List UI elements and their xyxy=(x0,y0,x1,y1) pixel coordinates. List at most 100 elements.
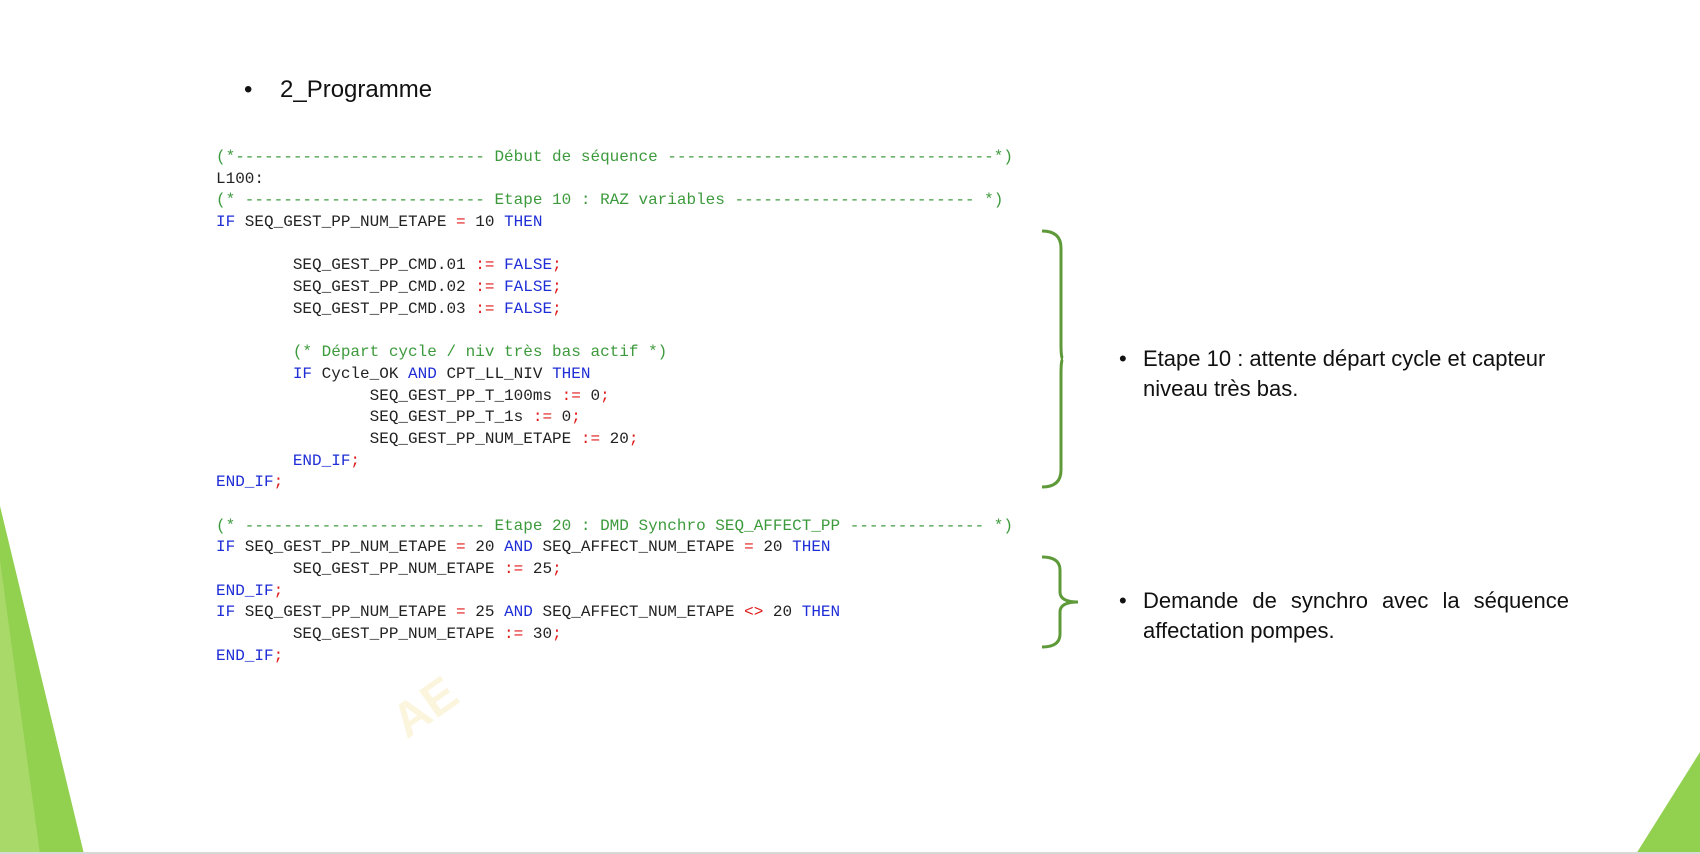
code-token: SEQ_GEST_PP_NUM_ETAPE xyxy=(216,429,581,448)
code-line: SEQ_GEST_PP_T_100ms := 0; xyxy=(216,386,1013,408)
code-token: L100: xyxy=(216,169,265,188)
brace-etape-20 xyxy=(1041,555,1079,649)
code-token: <> xyxy=(744,603,764,622)
code-token: = xyxy=(744,538,754,557)
code-token: ; xyxy=(571,408,581,427)
code-token: ; xyxy=(350,451,361,470)
code-token: SEQ_GEST_PP_NUM_ETAPE xyxy=(235,603,457,622)
annotation-etape-20: • Demande de synchro avec la séquence af… xyxy=(1119,586,1569,646)
code-token: SEQ_GEST_PP_T_1s xyxy=(216,408,533,427)
code-line xyxy=(216,234,1013,256)
code-token: AND xyxy=(408,364,437,383)
code-token: (* ------------------------- Etape 20 : … xyxy=(216,516,1013,535)
code-token: := xyxy=(580,429,601,448)
code-token: Cycle_OK xyxy=(312,364,409,383)
code-token: := xyxy=(504,560,524,579)
code-token: AND xyxy=(504,538,533,557)
code-token: = xyxy=(456,538,466,557)
code-line: (*-------------------------- Début de sé… xyxy=(216,147,1013,169)
slide-bottom-border xyxy=(0,852,1700,854)
annotation-etape-10: • Etape 10 : attente départ cycle et cap… xyxy=(1119,344,1563,404)
code-token: 30 xyxy=(523,625,553,644)
code-token: ; xyxy=(552,299,562,318)
code-token: IF xyxy=(216,603,236,622)
code-token: AND xyxy=(504,603,533,622)
code-token: END_IF xyxy=(216,581,274,600)
code-token: SEQ_GEST_PP_CMD.02 xyxy=(216,278,476,297)
code-token: (*-------------------------- Début de sé… xyxy=(216,148,1013,166)
code-token: ; xyxy=(600,386,610,405)
code-token: SEQ_GEST_PP_NUM_ETAPE xyxy=(235,538,457,557)
code-token: 25 xyxy=(523,560,553,579)
code-token: 10 xyxy=(465,213,505,232)
code-token: ; xyxy=(552,278,562,297)
code-line: END_IF; xyxy=(216,646,1013,668)
code-token: := xyxy=(475,299,495,318)
code-token: 0 xyxy=(552,408,572,427)
code-token: CPT_LL_NIV xyxy=(436,364,553,383)
code-token: SEQ_GEST_PP_NUM_ETAPE xyxy=(216,560,505,579)
code-token xyxy=(494,256,504,274)
code-token: := xyxy=(504,625,524,644)
code-line: IF Cycle_OK AND CPT_LL_NIV THEN xyxy=(216,364,1013,386)
code-token: 20 xyxy=(763,603,802,622)
heading-text: 2_Programme xyxy=(280,76,433,103)
code-token: 20 xyxy=(600,429,629,448)
code-token: := xyxy=(475,256,495,275)
code-line xyxy=(216,321,1013,343)
code-line: SEQ_GEST_PP_NUM_ETAPE := 30; xyxy=(216,624,1013,646)
code-token: SEQ_GEST_PP_T_100ms xyxy=(216,386,562,405)
code-line: (* ------------------------- Etape 20 : … xyxy=(216,516,1013,538)
code-token: SEQ_AFFECT_NUM_ETAPE xyxy=(532,538,745,557)
code-token: = xyxy=(456,603,466,622)
code-token: := xyxy=(475,278,495,297)
heading-bullet: • xyxy=(244,76,253,103)
code-token: FALSE xyxy=(504,299,553,318)
code-token: THEN xyxy=(801,603,841,622)
code-line: L100: xyxy=(216,169,1013,191)
code-token: 20 xyxy=(753,538,793,557)
annotation-text: Demande de synchro avec la séquence affe… xyxy=(1143,588,1569,643)
code-token: FALSE xyxy=(504,256,553,275)
code-token: END_IF xyxy=(216,646,274,665)
annotation-bullet: • xyxy=(1119,346,1127,371)
code-token: IF xyxy=(216,213,236,232)
code-token: IF xyxy=(216,364,313,383)
code-token: := xyxy=(532,408,553,427)
code-line: SEQ_GEST_PP_CMD.01 := FALSE; xyxy=(216,255,1013,277)
code-line: SEQ_GEST_PP_NUM_ETAPE := 25; xyxy=(216,559,1013,581)
annotation-bullet: • xyxy=(1119,588,1127,613)
annotation-text: Etape 10 : attente départ cycle et capte… xyxy=(1143,346,1546,401)
code-token: (* Départ cycle / niv très bas actif *) xyxy=(216,343,668,362)
code-token: SEQ_GEST_PP_CMD.03 xyxy=(216,299,476,318)
code-line xyxy=(216,494,1013,516)
code-token: THEN xyxy=(504,213,543,232)
code-token: 25 xyxy=(465,603,505,622)
code-line: SEQ_GEST_PP_CMD.03 := FALSE; xyxy=(216,299,1013,321)
code-token: END_IF xyxy=(216,473,274,492)
code-token: = xyxy=(456,213,466,232)
right-green-triangle xyxy=(1636,752,1700,854)
code-token: (* ------------------------- Etape 10 : … xyxy=(216,191,1004,210)
code-line: (* ------------------------- Etape 10 : … xyxy=(216,190,1013,212)
code-token xyxy=(494,300,504,318)
code-token: ; xyxy=(273,473,284,492)
code-line: SEQ_GEST_PP_T_1s := 0; xyxy=(216,407,1013,429)
code-token: ; xyxy=(552,560,562,579)
code-token: 20 xyxy=(465,538,505,557)
code-token: ; xyxy=(273,646,284,665)
code-token: IF xyxy=(216,538,236,557)
code-token: END_IF xyxy=(216,451,351,470)
code-line: IF SEQ_GEST_PP_NUM_ETAPE = 25 AND SEQ_AF… xyxy=(216,602,1013,624)
code-line: IF SEQ_GEST_PP_NUM_ETAPE = 10 THEN xyxy=(216,212,1013,234)
code-line: END_IF; xyxy=(216,451,1013,473)
code-line: END_IF; xyxy=(216,581,1013,603)
code-token: THEN xyxy=(792,538,831,557)
code-token: SEQ_GEST_PP_NUM_ETAPE xyxy=(235,213,457,232)
code-token: FALSE xyxy=(504,278,553,297)
code-token: ; xyxy=(273,581,284,600)
code-line: (* Départ cycle / niv très bas actif *) xyxy=(216,342,1013,364)
code-token xyxy=(494,278,504,296)
code-line: IF SEQ_GEST_PP_NUM_ETAPE = 20 AND SEQ_AF… xyxy=(216,537,1013,559)
